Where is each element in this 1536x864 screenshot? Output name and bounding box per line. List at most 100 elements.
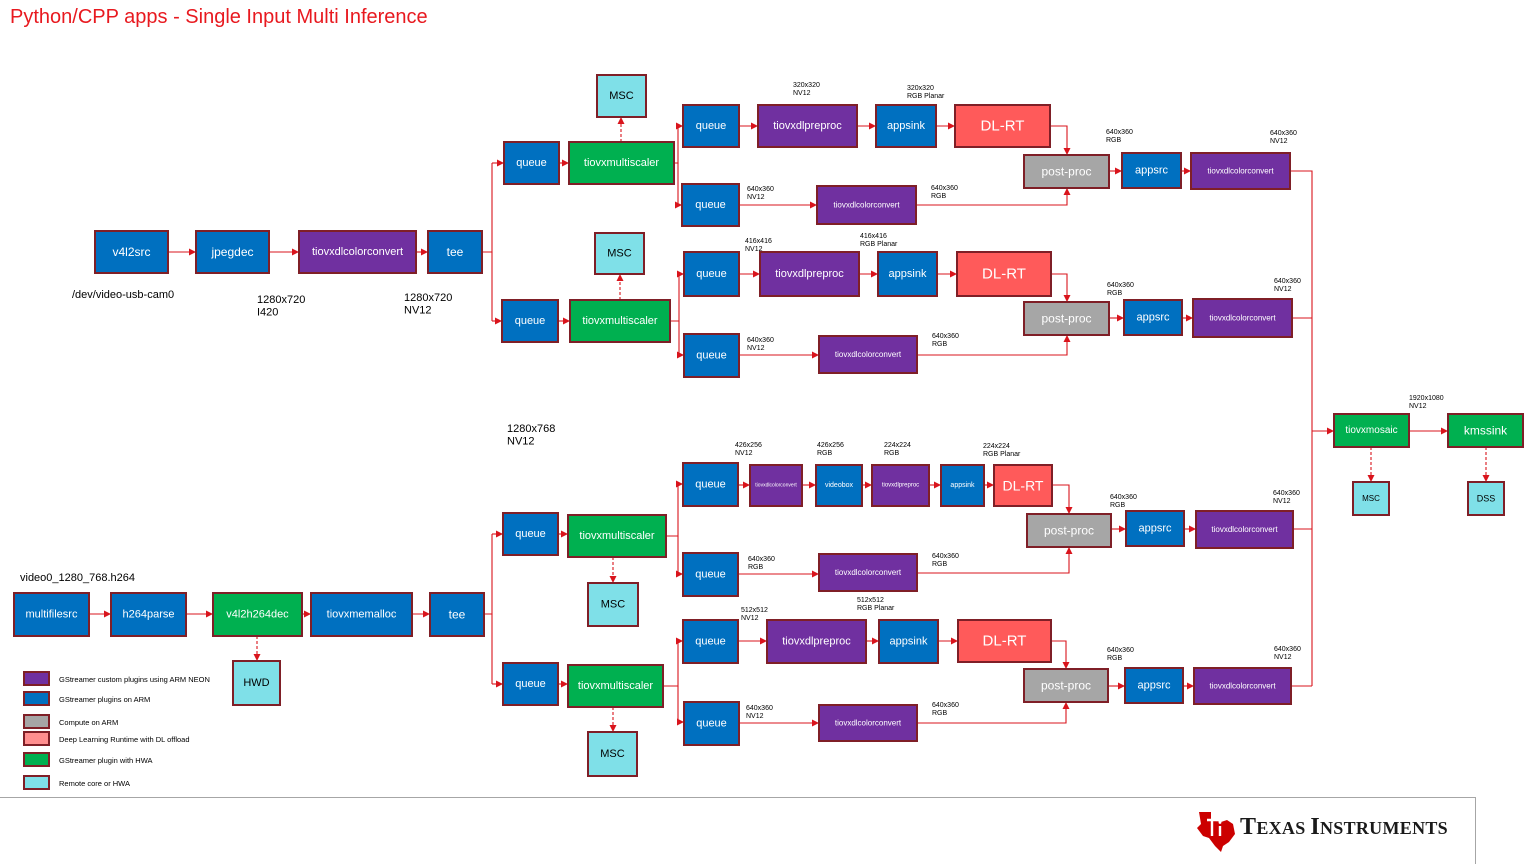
connector	[917, 702, 1070, 724]
block-box	[568, 141, 675, 185]
annotation-line: 426x256	[817, 442, 844, 449]
block-cc3c: tiovxdlcolorconvert	[1195, 510, 1294, 549]
block-jpegdec: jpegdec	[195, 230, 270, 274]
block-label: MSC	[1362, 494, 1380, 503]
block-tee1: tee	[427, 230, 483, 274]
legend-item: GStreamer plugin with HWA	[23, 752, 153, 767]
annotation-line: 224x224	[983, 443, 1010, 450]
annotation-a_video0: video0_1280_768.h264	[20, 572, 135, 584]
block-pre4: tiovxdlpreproc	[766, 619, 867, 664]
block-label: MSC	[607, 248, 632, 260]
block-pre2: tiovxdlpreproc	[759, 251, 860, 297]
annotation-line: 640x360	[1110, 494, 1137, 501]
block-label: DSS	[1477, 494, 1496, 504]
legend-swatch	[23, 731, 50, 746]
block-msc2: MSC	[594, 232, 645, 275]
legend-label: Remote core or HWA	[59, 779, 130, 788]
block-cc1b: tiovxdlcolorconvert	[816, 185, 917, 225]
legend-item: GStreamer plugins on ARM	[23, 691, 150, 706]
block-box	[503, 141, 560, 185]
block-box	[683, 333, 740, 378]
block-label: tiovxdlcolorconvert	[833, 201, 900, 210]
annotation-line: 426x256	[735, 442, 762, 449]
block-box	[940, 464, 985, 507]
block-dlrt3: DL-RT	[993, 464, 1053, 507]
annotation-line: 640x360	[932, 333, 959, 340]
block-box	[878, 619, 939, 664]
annotation-line: RGB	[932, 341, 948, 348]
block-label: tiovxdlpreproc	[773, 120, 842, 132]
block-box	[1195, 510, 1294, 549]
block-label: tiovxdlcolorconvert	[755, 483, 797, 489]
block-cc4c: tiovxdlcolorconvert	[1193, 667, 1292, 705]
block-ms2: tiovxmultiscaler	[569, 299, 671, 343]
annotation-line: 1280x720	[257, 294, 305, 306]
block-src2: appsrc	[1123, 299, 1183, 336]
annotation-line: RGB Planar	[860, 241, 898, 248]
block-ms4: tiovxmultiscaler	[567, 664, 664, 708]
annotation-line: NV12	[746, 713, 764, 720]
block-box	[310, 592, 413, 637]
annotation-line: NV12	[793, 90, 811, 97]
block-box	[682, 619, 739, 664]
block-box	[1023, 301, 1110, 336]
block-box	[501, 299, 559, 343]
annotation-line: 640x360	[748, 556, 775, 563]
block-src1: appsrc	[1121, 152, 1182, 189]
annotation-line: 640x360	[1274, 278, 1301, 285]
annotation-line: RGB	[1107, 655, 1123, 662]
footer-divider-vertical	[1475, 797, 1476, 864]
block-q2b: queue	[683, 333, 740, 378]
annotation-line: RGB	[1106, 137, 1122, 144]
legend-swatch	[23, 752, 50, 767]
legend-item: Deep Learning Runtime with DL offload	[23, 731, 190, 746]
block-msc4: MSC	[587, 731, 638, 777]
block-box	[749, 464, 803, 507]
block-label: appsrc	[1135, 165, 1169, 177]
annotation-line: 640x360	[1273, 490, 1300, 497]
connector	[1051, 273, 1071, 302]
block-label: queue	[515, 678, 546, 690]
annotation-line: 640x360	[1270, 130, 1297, 137]
block-label: queue	[695, 569, 726, 581]
block-box	[1467, 481, 1505, 516]
block-box	[1124, 667, 1184, 704]
connector	[482, 163, 493, 253]
annotation-line: NV12	[747, 345, 765, 352]
annotation-line: 640x360	[747, 337, 774, 344]
block-box	[1190, 152, 1291, 190]
annotation-line: 1920x1080	[1409, 395, 1444, 402]
block-pre3: tiovxdlpreproc	[871, 464, 930, 507]
block-box	[1352, 481, 1390, 516]
block-tee2: tee	[429, 592, 485, 637]
block-box	[757, 104, 858, 148]
block-label: tiovxmemalloc	[327, 609, 397, 621]
block-label: queue	[696, 120, 727, 132]
legend-label: GStreamer plugin with HWA	[59, 756, 153, 765]
block-label: post-proc	[1044, 524, 1094, 538]
annotation-a_dev: /dev/video-usb-cam0	[72, 289, 174, 301]
block-box	[682, 552, 739, 597]
block-label: tiovxdlcolorconvert	[1209, 682, 1276, 691]
block-label: appsink	[887, 120, 925, 132]
connector	[917, 547, 1073, 574]
annotation-line: 512x512	[741, 607, 768, 614]
block-cc1c: tiovxdlcolorconvert	[1190, 152, 1291, 190]
annotation-line: RGB Planar	[857, 605, 895, 612]
block-pp4: post-proc	[1023, 668, 1109, 703]
block-box	[957, 619, 1052, 663]
annotation-line: RGB	[1110, 502, 1126, 509]
ti-wordmark: TEXAS INSTRUMENTS	[1240, 814, 1448, 841]
block-label: tiovxmultiscaler	[579, 530, 655, 542]
block-vbox: videobox	[815, 464, 863, 507]
block-box	[1192, 298, 1293, 338]
block-pp2: post-proc	[1023, 301, 1110, 336]
